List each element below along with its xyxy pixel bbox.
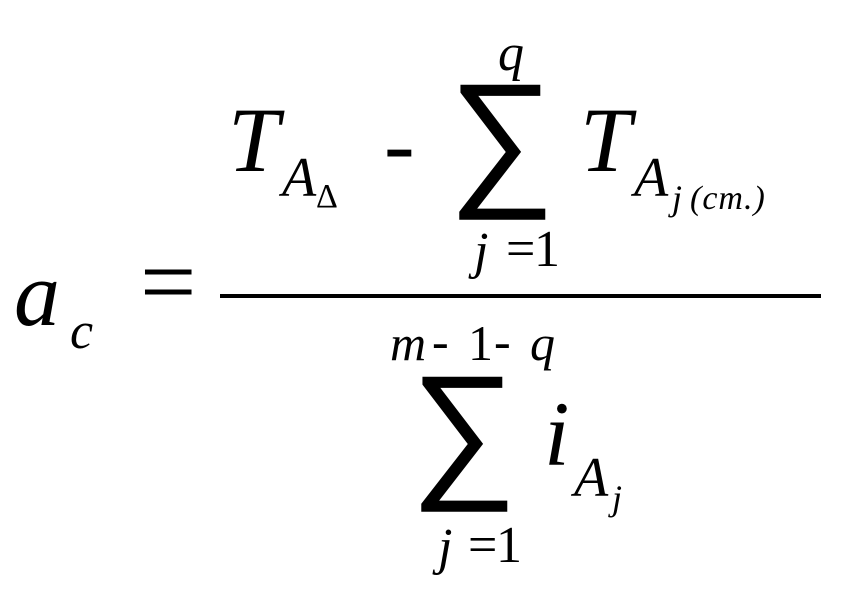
numerator-sum-upper-limit: q	[498, 25, 524, 82]
denominator-term-symbol: i	[544, 383, 570, 485]
denominator-sum-lower-equals: =	[468, 517, 498, 574]
denominator-sum-upper-one: 1	[468, 315, 493, 371]
denominator-sigma-symbol: ∑	[410, 342, 517, 516]
numerator-sigma-symbol: ∑	[448, 50, 555, 224]
numerator-minus-sign: -	[384, 93, 415, 195]
equals-sign: =	[140, 226, 197, 337]
numerator-first-term-subsubscript: Δ	[316, 178, 338, 215]
numerator-first-term-subscript: A	[282, 147, 317, 209]
denominator-sum-upper-minus-first: -	[432, 313, 449, 369]
denominator-term-subsubscript: j	[612, 478, 623, 518]
numerator-term-symbol: T	[580, 89, 632, 191]
numerator-term-subsubscript: j	[672, 178, 683, 218]
denominator-sum-upper-m: m	[390, 315, 427, 371]
numerator-sum-lower-equals: =	[506, 221, 536, 278]
numerator-sum-lower-index: j	[474, 223, 489, 280]
denominator-term-subscript: A	[574, 447, 609, 509]
denominator-sum-lower-value: 1	[496, 517, 522, 574]
denominator-sum-upper-minus-second: -	[494, 313, 511, 369]
numerator-first-term-symbol: T	[228, 89, 280, 191]
numerator-term-annotation: (cm.)	[690, 180, 766, 217]
numerator-sum-lower-value: 1	[534, 221, 560, 278]
denominator-sum-lower-index: j	[438, 519, 453, 576]
lhs-symbol: a	[14, 243, 60, 345]
denominator-sum-upper-q: q	[530, 315, 555, 371]
fraction-bar	[220, 294, 821, 298]
numerator-term-subscript: A	[634, 147, 669, 209]
lhs-subscript: c	[70, 303, 94, 360]
